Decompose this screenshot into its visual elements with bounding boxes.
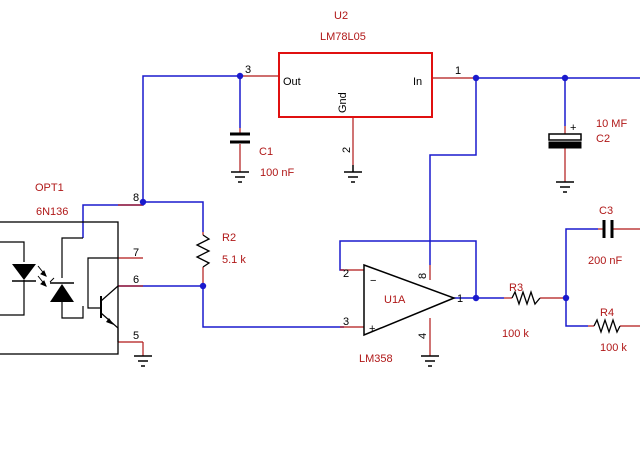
r4-ref: R4 <box>600 307 614 319</box>
junction-dot <box>561 74 569 82</box>
photodiode-icon <box>50 284 74 302</box>
opt1-pin7: 7 <box>133 247 139 259</box>
opt1-pin6: 6 <box>133 274 139 286</box>
ground-symbols <box>134 165 574 367</box>
resistor-r4: R4 100 k <box>593 307 627 354</box>
u1a-pin4: 4 <box>417 333 429 339</box>
r4-value: 100 k <box>600 342 627 354</box>
led-icon <box>12 264 36 280</box>
capacitor-c1: C1 100 nF <box>230 132 295 179</box>
wires <box>82 75 640 328</box>
u1a-pin3: 3 <box>343 316 349 328</box>
u2-out-label: Out <box>283 76 301 88</box>
u1a-minus: − <box>370 275 376 287</box>
optocoupler-opt1: OPT1 6N136 8 7 6 5 <box>0 182 139 355</box>
c2-ref: C2 <box>596 133 610 145</box>
u1a-part: LM358 <box>359 353 393 365</box>
component-leads <box>118 75 640 356</box>
junction-dot <box>472 294 480 302</box>
ground-icon <box>556 181 574 193</box>
u1a-ref: U1A <box>384 294 406 306</box>
u1a-plus: + <box>369 323 375 335</box>
u2-pin3: 3 <box>245 64 251 76</box>
r2-ref: R2 <box>222 232 236 244</box>
resistor-r3: R3 100 k <box>502 282 541 340</box>
r2-value: 5.1 k <box>222 254 246 266</box>
opt1-pin8: 8 <box>133 192 139 204</box>
u2-gnd-label: Gnd <box>337 92 349 113</box>
ground-icon <box>344 171 362 183</box>
c3-value: 200 nF <box>588 255 623 267</box>
r3-ref: R3 <box>509 282 523 294</box>
opt1-pin5: 5 <box>133 330 139 342</box>
u1a-pin1: 1 <box>457 293 463 305</box>
u1a-pin2: 2 <box>343 268 349 280</box>
junction-dot <box>236 72 244 80</box>
u2-pin1: 1 <box>455 65 461 77</box>
c3-ref: C3 <box>599 205 613 217</box>
c2-polarity: + <box>570 122 576 134</box>
c2-value: 10 MF <box>596 118 627 130</box>
ground-icon <box>421 355 439 367</box>
opamp-u1a: − + U1A LM358 2 3 1 8 4 <box>343 263 463 365</box>
junction-dot <box>472 74 480 82</box>
c1-value: 100 nF <box>260 167 295 179</box>
r3-value: 100 k <box>502 328 529 340</box>
u2-part: LM78L05 <box>320 31 366 43</box>
junction-dot <box>139 198 147 206</box>
regulator-u2: U2 LM78L05 Out In Gnd 3 1 2 <box>245 10 461 153</box>
u2-ref: U2 <box>334 10 348 22</box>
capacitor-c3: C3 200 nF <box>588 205 623 267</box>
ground-icon <box>134 355 152 367</box>
opt1-part: 6N136 <box>36 206 68 218</box>
c1-ref: C1 <box>259 146 273 158</box>
u2-in-label: In <box>413 76 422 88</box>
junction-dot <box>199 282 207 290</box>
ground-icon <box>231 171 249 183</box>
u1a-pin8: 8 <box>417 273 429 279</box>
junction-dot <box>562 294 570 302</box>
u2-pin2: 2 <box>341 147 353 153</box>
capacitor-c2: + 10 MF C2 <box>548 118 627 149</box>
resistor-r2: R2 5.1 k <box>195 232 246 268</box>
junction-dots <box>139 72 570 302</box>
opt1-ref: OPT1 <box>35 182 64 194</box>
